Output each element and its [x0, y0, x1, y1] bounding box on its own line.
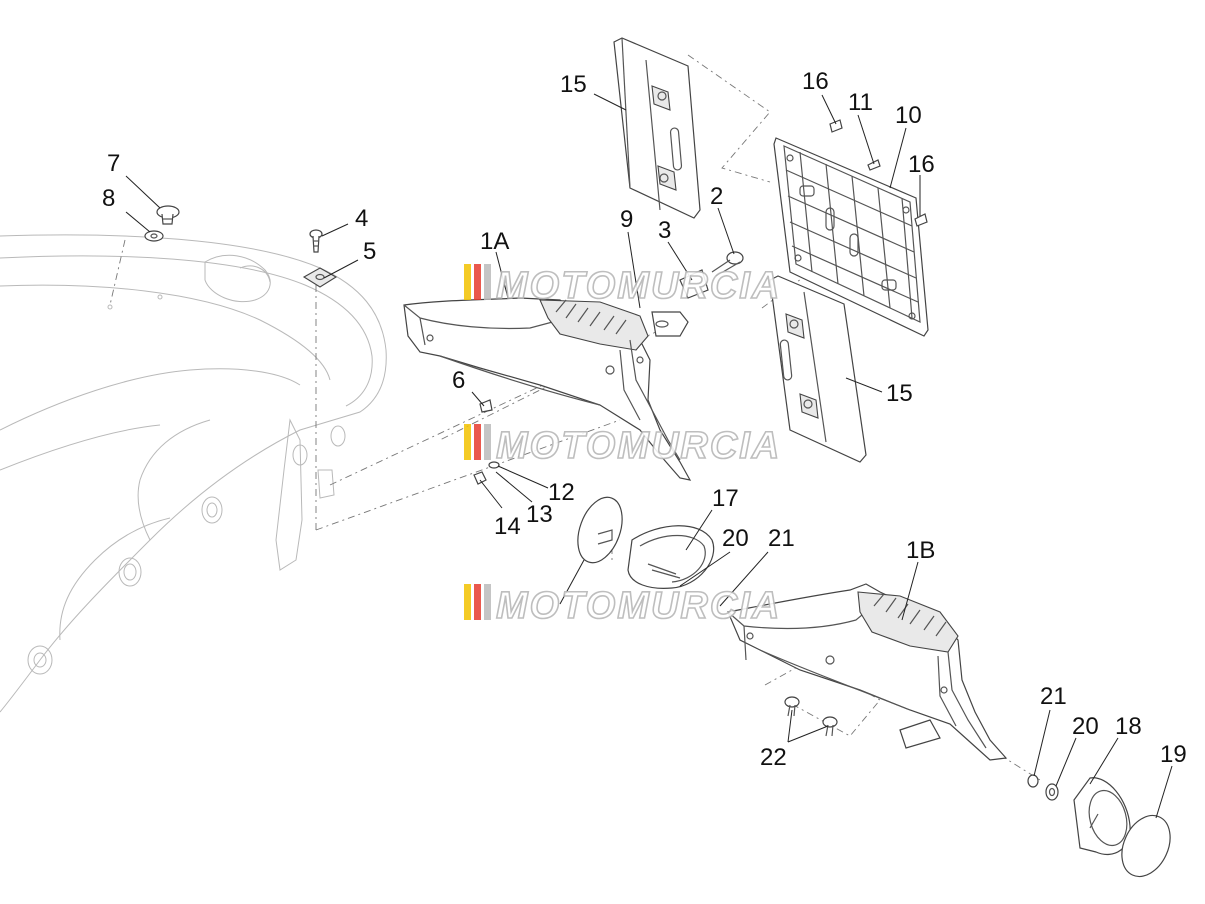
reflector-lens-19 — [1121, 814, 1171, 878]
screw-7 — [156, 205, 180, 225]
callout-11: 11 — [848, 89, 873, 116]
reflector-disc-upper — [577, 496, 623, 564]
watermark-text: MOTOMURCIA — [496, 425, 781, 467]
callout-22: 22 — [760, 744, 787, 771]
washer-20-lower — [1045, 783, 1059, 801]
reflector-plate-15-top — [613, 37, 701, 219]
watermark-2: MOTOMURCIA — [464, 424, 781, 468]
callout-4: 4 — [355, 205, 368, 232]
watermark-stripe-yellow — [464, 264, 471, 300]
callout-19: 19 — [1160, 741, 1187, 768]
screw-22-left — [784, 696, 800, 717]
callout-1A: 1A — [480, 228, 509, 255]
callout-18: 18 — [1115, 713, 1142, 740]
screw-2 — [711, 251, 744, 277]
callout-1B: 1B — [906, 537, 935, 564]
screw-16-right — [914, 213, 928, 227]
clip-21-lower — [1027, 774, 1039, 788]
watermark-stripe-red — [474, 264, 481, 300]
callout-15-top: 15 — [560, 71, 587, 98]
callout-labels: 7 8 4 5 1A 9 3 2 15 16 11 10 16 15 6 12 … — [102, 68, 1187, 771]
callout-16-top: 16 — [802, 68, 829, 95]
leader-lines — [125, 93, 1173, 819]
callout-7: 7 — [107, 150, 120, 177]
plate-bracket-grid-10 — [773, 137, 929, 337]
watermark-stripe-red — [474, 424, 481, 460]
watermark-stripe-grey — [484, 264, 491, 300]
watermark-text: MOTOMURCIA — [496, 585, 781, 627]
plate-holder-1B — [727, 583, 1008, 761]
callout-10: 10 — [895, 102, 922, 129]
watermark-1: MOTOMURCIA — [464, 264, 781, 308]
washer-12 — [488, 461, 500, 469]
watermark-3: MOTOMURCIA — [464, 584, 781, 628]
callout-20-upper: 20 — [722, 525, 749, 552]
callout-13: 13 — [526, 501, 553, 528]
callout-2: 2 — [710, 183, 723, 210]
watermark-stripe-yellow — [464, 584, 471, 620]
callout-12: 12 — [548, 479, 575, 506]
callout-21-lower: 21 — [1040, 683, 1067, 710]
reflector-cover-17 — [627, 525, 715, 589]
callout-15-bottom: 15 — [886, 380, 913, 407]
plate-holder-1A — [403, 297, 692, 481]
nut-6 — [479, 399, 493, 413]
callout-17: 17 — [712, 485, 739, 512]
screw-16-top — [829, 119, 843, 133]
callout-5: 5 — [363, 238, 376, 265]
watermark-stripe-grey — [484, 584, 491, 620]
callout-8: 8 — [102, 185, 115, 212]
nut-14 — [473, 471, 487, 485]
callout-9: 9 — [620, 206, 633, 233]
callout-21-upper: 21 — [768, 525, 795, 552]
screw-11 — [867, 159, 881, 171]
callout-16-right: 16 — [908, 151, 935, 178]
watermark-stripe-grey — [484, 424, 491, 460]
rear-body-panel — [0, 234, 387, 713]
watermark-stripe-yellow — [464, 424, 471, 460]
watermark-text: MOTOMURCIA — [496, 265, 781, 307]
reflector-plate-15-bottom — [769, 275, 867, 463]
screw-4 — [309, 229, 323, 253]
callout-14: 14 — [494, 513, 521, 540]
bolt-3 — [679, 269, 709, 299]
screw-22-right — [822, 716, 838, 737]
reflector-base-18 — [1073, 777, 1131, 856]
washer-8 — [144, 230, 164, 242]
callout-6: 6 — [452, 367, 465, 394]
callout-3: 3 — [658, 217, 671, 244]
watermark-stripe-red — [474, 584, 481, 620]
callout-20-lower: 20 — [1072, 713, 1099, 740]
clip-nut-5 — [302, 267, 338, 288]
